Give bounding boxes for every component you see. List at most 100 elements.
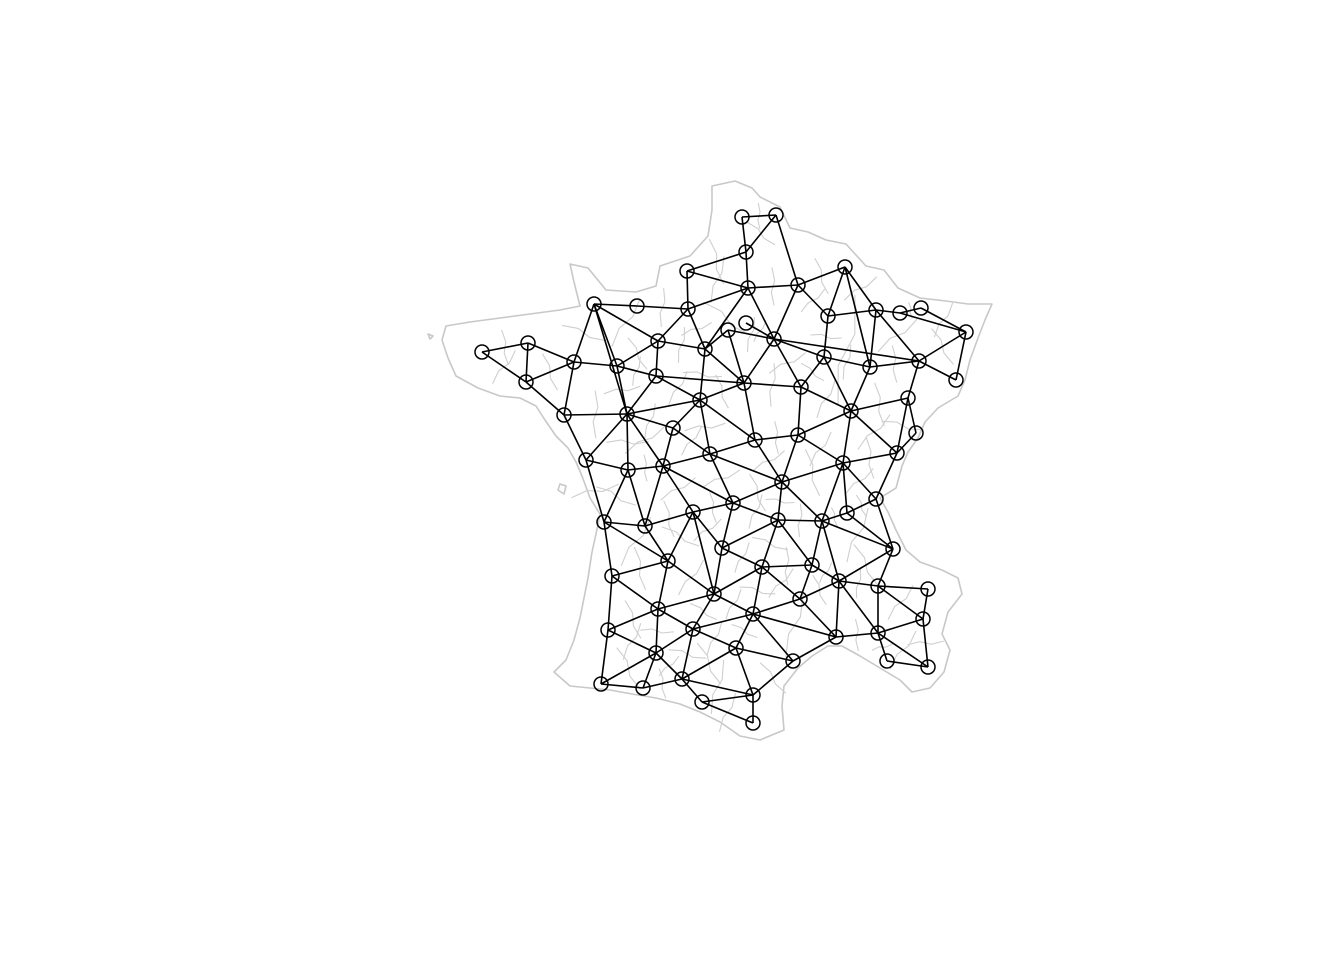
centroid-node [747, 432, 763, 448]
neighbour-edge [607, 608, 659, 631]
centroid-node [593, 676, 609, 692]
neighbour-edge [842, 462, 848, 514]
neighbour-edge [781, 481, 823, 522]
neighbour-edge [875, 309, 920, 362]
neighbour-edge [842, 452, 898, 464]
neighbour-edge [777, 519, 813, 566]
neighbour-edge [877, 548, 894, 587]
neighbour-edge [681, 678, 703, 703]
neighbour-edge [616, 365, 628, 415]
neighbour-edge [626, 399, 701, 415]
centroid-node [728, 640, 744, 656]
neighbour-edge [745, 251, 749, 289]
neighbour-edge [692, 628, 737, 649]
neighbour-edge [681, 647, 737, 680]
neighbour-edge [800, 386, 852, 412]
centroid-node [520, 335, 536, 351]
centroid-node [679, 263, 695, 279]
neighbour-edge [850, 366, 871, 412]
neighbour-edge [761, 564, 813, 568]
centroid-node [831, 573, 847, 589]
centroid-node [885, 541, 901, 557]
neighbour-edge [644, 511, 694, 527]
centroid-node [697, 341, 713, 357]
neighbour-edge [662, 465, 694, 513]
neighbour-edge [907, 360, 920, 399]
neighbour-edge [875, 452, 898, 500]
centroid-node [648, 368, 664, 384]
centroid-node [745, 715, 761, 731]
neighbour-edge [922, 588, 929, 620]
neighbour-edge [600, 652, 657, 685]
neighbour-edge [626, 413, 664, 467]
centroid-node [790, 427, 806, 443]
centroid-node [792, 591, 808, 607]
neighbour-edge [752, 613, 794, 662]
neighbour-edge [743, 382, 802, 388]
neighbour-edge [907, 397, 917, 434]
neighbour-edge [745, 214, 777, 253]
neighbour-edge [713, 566, 763, 595]
neighbour-edge [655, 340, 659, 377]
neighbour-edge [603, 521, 669, 562]
centroid-node [915, 611, 931, 627]
neighbour-edge [869, 309, 877, 368]
neighbour-edge [481, 351, 527, 383]
neighbour-edge [761, 566, 801, 600]
neighbour-edge [732, 481, 783, 504]
neighbour-edge [727, 329, 775, 340]
neighbour-edge [775, 214, 799, 286]
department-centroids [474, 207, 974, 731]
centroid-node [635, 680, 651, 696]
centroid-node [706, 586, 722, 602]
centroid-node [768, 207, 784, 223]
island-ile-d-oleron [557, 483, 567, 495]
neighbour-edge [662, 465, 734, 504]
centroid-node [745, 687, 761, 703]
neighbour-edge [704, 329, 729, 350]
neighbour-edge [593, 303, 659, 342]
neighbour-edge [686, 270, 689, 310]
neighbour-edge [821, 520, 840, 582]
neighbour-edge [699, 399, 711, 455]
centroid-node [948, 372, 964, 388]
neighbour-edge [741, 214, 777, 218]
centroid-node [837, 259, 853, 275]
centroid-node [665, 420, 681, 436]
neighbour-edge [704, 348, 745, 384]
centroid-node [714, 540, 730, 556]
neighbour-edge [563, 413, 628, 416]
neighbour-edge [585, 413, 628, 461]
neighbour-edge [827, 309, 877, 317]
neighbour-edge [611, 560, 669, 577]
neighbour-edge [781, 434, 799, 483]
neighbour-edge [600, 629, 609, 685]
neighbour-edge [799, 564, 813, 600]
neighbour-edge [835, 580, 840, 638]
neighbour-edge [797, 266, 846, 286]
centroid-node [600, 622, 616, 638]
neighbour-edge [701, 694, 754, 703]
centroid-node [868, 302, 884, 318]
neighbour-edge [662, 453, 711, 467]
neighbour-edge [899, 312, 967, 333]
neighbour-edge [745, 322, 775, 340]
neighbour-edge [896, 397, 909, 454]
neighbour-edge [877, 632, 888, 662]
centroid-node [692, 392, 708, 408]
neighbour-edge [699, 399, 756, 441]
neighbour-edge [735, 647, 794, 662]
neighbour-edge [735, 647, 754, 696]
neighbour-edge [741, 216, 747, 253]
neighbour-edge [850, 410, 898, 454]
neighbour-edge [735, 613, 754, 649]
centroid-node [793, 379, 809, 395]
centroid-node [702, 446, 718, 462]
centroid-node [814, 513, 830, 529]
neighbour-edge [709, 453, 734, 504]
neighbour-edge [525, 361, 575, 383]
centroid-node [913, 300, 929, 316]
neighbour-edge [525, 381, 565, 416]
neighbour-edge [877, 585, 929, 590]
neighbour-edge [732, 502, 779, 521]
